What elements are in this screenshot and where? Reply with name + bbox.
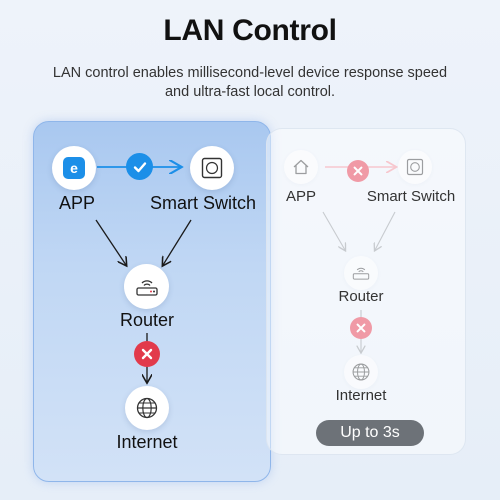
switch-to-router-line (163, 219, 192, 265)
internet-node (125, 386, 169, 430)
app-to-router-line (95, 219, 126, 265)
right-internet-node (344, 355, 378, 389)
page-subtitle: LAN control enables millisecond-level de… (52, 65, 448, 100)
x-icon (350, 317, 372, 339)
app-label: APP (58, 193, 96, 213)
smart-switch-icon (406, 158, 424, 176)
router-icon (352, 267, 370, 280)
right-switch-to-router-line (375, 211, 396, 250)
smart-switch-node (190, 146, 234, 190)
router-label: Router (119, 310, 175, 330)
right-smart-switch-label: Smart Switch (366, 188, 456, 205)
smart-switch-label: Smart Switch (149, 193, 257, 213)
router-node (124, 264, 169, 309)
right-internet-label: Internet (335, 387, 387, 404)
right-app-label: APP (285, 188, 316, 205)
ewelink-app-icon: e (63, 157, 85, 179)
home-icon (293, 159, 309, 175)
smart-switch-icon (201, 157, 223, 179)
internet-label: Internet (116, 432, 178, 452)
x-icon (347, 160, 369, 182)
check-icon (126, 153, 153, 180)
right-app-node (284, 150, 318, 184)
globe-icon (352, 363, 370, 381)
page-title: LAN Control (163, 14, 337, 47)
right-router-label: Router (338, 288, 384, 305)
app-node: e (52, 146, 96, 190)
globe-icon (136, 397, 158, 419)
router-icon (135, 279, 158, 296)
right-router-node (344, 256, 378, 290)
x-icon (134, 341, 160, 367)
right-app-to-router-line (322, 211, 345, 250)
right-smart-switch-node (398, 150, 432, 184)
response-time-badge: Up to 3s (316, 420, 424, 446)
